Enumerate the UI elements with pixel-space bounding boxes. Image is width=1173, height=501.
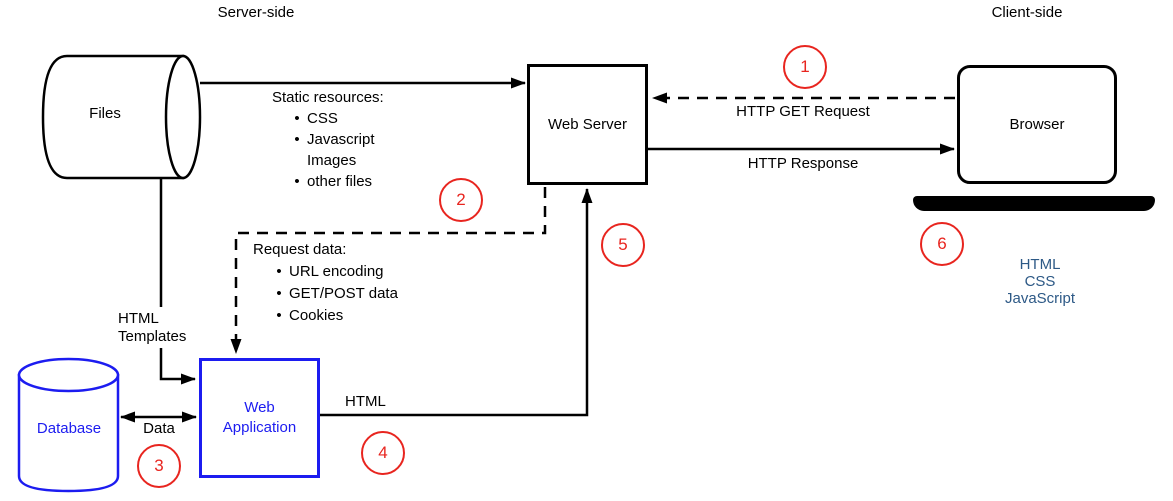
step-circle-1: 1 bbox=[783, 45, 827, 89]
bullet-icon: • bbox=[294, 110, 300, 127]
files-cylinder bbox=[41, 54, 202, 180]
database-label: Database bbox=[36, 420, 102, 437]
list-item-label: Javascript bbox=[307, 131, 375, 148]
data-label: Data bbox=[143, 420, 175, 437]
list-item: • CSS bbox=[272, 108, 422, 129]
step-number: 2 bbox=[456, 190, 466, 209]
client-side-label: Client-side bbox=[991, 4, 1063, 21]
bullet-icon: • bbox=[294, 173, 300, 190]
bullet-icon: • bbox=[276, 306, 282, 324]
step-number: 6 bbox=[937, 234, 947, 253]
browser-output-label: HTML CSS JavaScript bbox=[1004, 256, 1076, 307]
server-side-label: Server-side bbox=[217, 4, 295, 21]
list-item-label: other files bbox=[307, 173, 373, 190]
arrow-files-to-webapp-lower bbox=[159, 348, 196, 385]
files-label: Files bbox=[89, 105, 121, 122]
list-item-label: Images bbox=[307, 152, 357, 169]
bullet-icon: • bbox=[294, 131, 300, 148]
static-resources-block: Static resources: • CSS • Javascript • I… bbox=[272, 88, 422, 192]
list-item-label: Cookies bbox=[289, 306, 344, 324]
step-number: 3 bbox=[154, 456, 164, 475]
web-server-box: Web Server bbox=[527, 64, 648, 185]
bullet-icon: • bbox=[276, 284, 282, 302]
step-number: 5 bbox=[618, 235, 628, 254]
http-get-label: HTTP GET Request bbox=[736, 103, 870, 120]
list-item-label: CSS bbox=[307, 110, 338, 127]
list-item: • other files bbox=[272, 171, 422, 192]
list-item: • Cookies bbox=[253, 304, 423, 326]
step-circle-5: 5 bbox=[601, 223, 645, 267]
web-application-label: Web Application bbox=[222, 399, 297, 436]
static-resources-title: Static resources: bbox=[272, 89, 384, 106]
arrow-webapp-to-webserver bbox=[320, 188, 593, 417]
step-circle-2: 2 bbox=[439, 178, 483, 222]
arrow-webserver-to-webapp-dashed bbox=[230, 187, 547, 354]
list-item: • Images bbox=[272, 150, 422, 171]
web-application-box: Web Application bbox=[199, 358, 320, 478]
bullet-icon: • bbox=[276, 262, 282, 280]
list-item-label: GET/POST data bbox=[289, 284, 398, 302]
step-number: 1 bbox=[800, 57, 810, 76]
laptop-base-bar bbox=[913, 196, 1155, 211]
list-item: • URL encoding bbox=[253, 260, 423, 282]
browser-box: Browser bbox=[957, 65, 1117, 184]
html-label: HTML bbox=[345, 393, 386, 410]
list-item-label: URL encoding bbox=[289, 262, 384, 280]
list-item: • GET/POST data bbox=[253, 282, 423, 304]
step-number: 4 bbox=[378, 443, 388, 462]
browser-label: Browser bbox=[1009, 116, 1065, 133]
database-cylinder bbox=[17, 357, 120, 493]
html-templates-label: HTML Templates bbox=[118, 310, 187, 345]
step-circle-6: 6 bbox=[920, 222, 964, 266]
http-response-label: HTTP Response bbox=[747, 155, 859, 172]
web-server-label: Web Server bbox=[548, 116, 627, 133]
request-data-title: Request data: bbox=[253, 241, 347, 258]
step-circle-3: 3 bbox=[137, 444, 181, 488]
list-item: • Javascript bbox=[272, 129, 422, 150]
request-data-block: Request data: • URL encoding • GET/POST … bbox=[253, 239, 423, 326]
step-circle-4: 4 bbox=[361, 431, 405, 475]
